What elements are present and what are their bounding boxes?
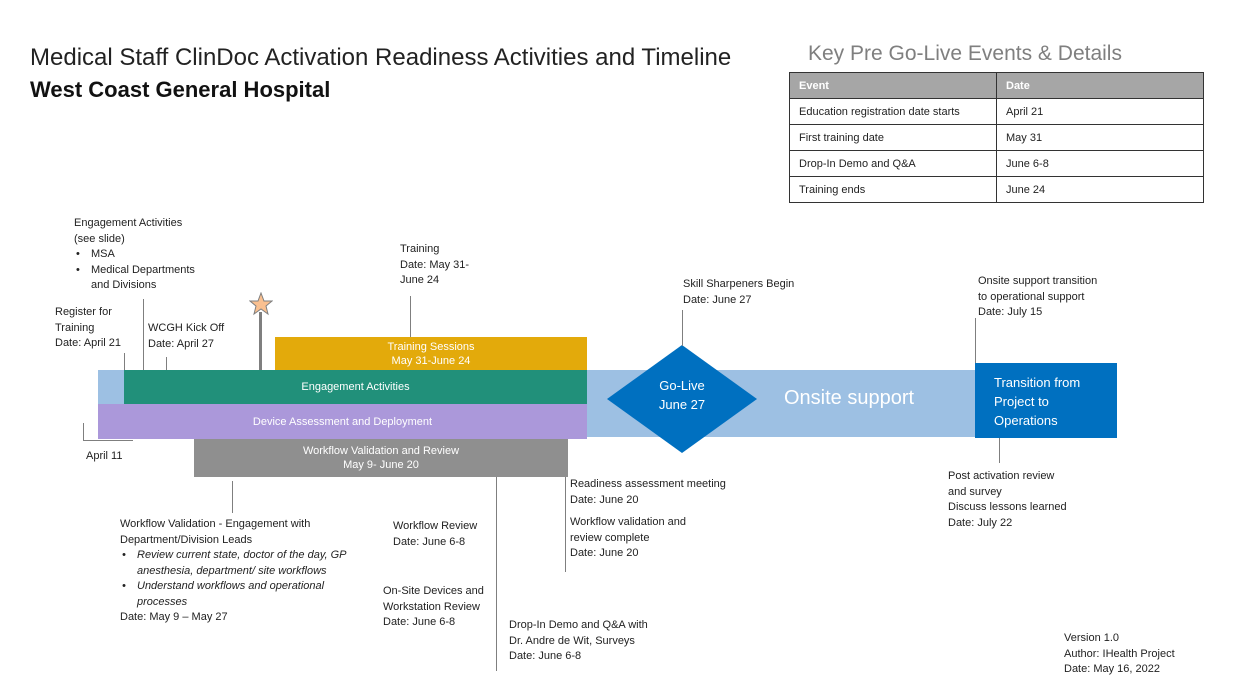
events-table-heading: Key Pre Go-Live Events & Details — [808, 42, 1122, 65]
cell: May 31 — [996, 124, 1204, 151]
leader-line — [143, 299, 144, 370]
go-live-text: Go-Live — [659, 378, 705, 393]
leader-line — [83, 440, 133, 441]
engagement-annotation: Engagement Activities(see slide) MSAMedi… — [74, 216, 195, 294]
cell: June 6-8 — [996, 150, 1204, 177]
page-title: Medical Staff ClinDoc Activation Readine… — [30, 44, 732, 71]
leader-line — [124, 353, 125, 370]
col-date: Date — [996, 72, 1204, 99]
onsite-support-label: Onsite support — [784, 387, 915, 409]
leader-line — [166, 357, 167, 370]
bar-label: Engagement Activities — [301, 381, 410, 393]
bar-label: May 9- June 20 — [343, 459, 419, 471]
leader-line — [496, 477, 497, 671]
cell: Education registration date starts — [789, 98, 997, 125]
cell: First training date — [789, 124, 997, 151]
engagement-activities-bar: Engagement Activities — [124, 370, 587, 404]
page-subtitle: West Coast General Hospital — [30, 77, 331, 102]
leader-line — [682, 310, 683, 346]
device-assessment-bar: Device Assessment and Deployment — [98, 404, 587, 439]
bar-label: Training Sessions — [387, 340, 475, 353]
leader-line — [999, 438, 1000, 463]
bar-label: May 31-June 24 — [391, 354, 471, 367]
leader-line — [565, 477, 566, 572]
bar-label: Device Assessment and Deployment — [252, 415, 433, 428]
bullet: Review current state, doctor of the day,… — [120, 548, 347, 564]
col-event: Event — [789, 72, 997, 99]
go-live-date: June 27 — [658, 397, 706, 412]
star-pole — [259, 312, 262, 370]
transition-line: Project to — [994, 394, 1049, 409]
leader-line — [975, 318, 976, 363]
bullet: MSA — [74, 247, 195, 263]
transition-line: Operations — [994, 413, 1058, 428]
bullet: Understand workflows and operational — [120, 579, 347, 595]
cell: April 21 — [996, 98, 1204, 125]
leader-line — [232, 481, 233, 513]
april11-label: April 11 — [86, 450, 123, 462]
leader-line — [410, 296, 411, 337]
go-live-diamond — [607, 345, 757, 453]
cell: June 24 — [996, 176, 1204, 203]
cell: Drop-In Demo and Q&A — [789, 150, 997, 177]
star-icon — [249, 292, 273, 316]
bullet: Medical Departments — [74, 263, 195, 279]
cell: Training ends — [789, 176, 997, 203]
bar-label: Workflow Validation and Review — [302, 445, 460, 457]
transition-line: Transition from — [994, 375, 1081, 390]
leader-line — [83, 423, 84, 440]
